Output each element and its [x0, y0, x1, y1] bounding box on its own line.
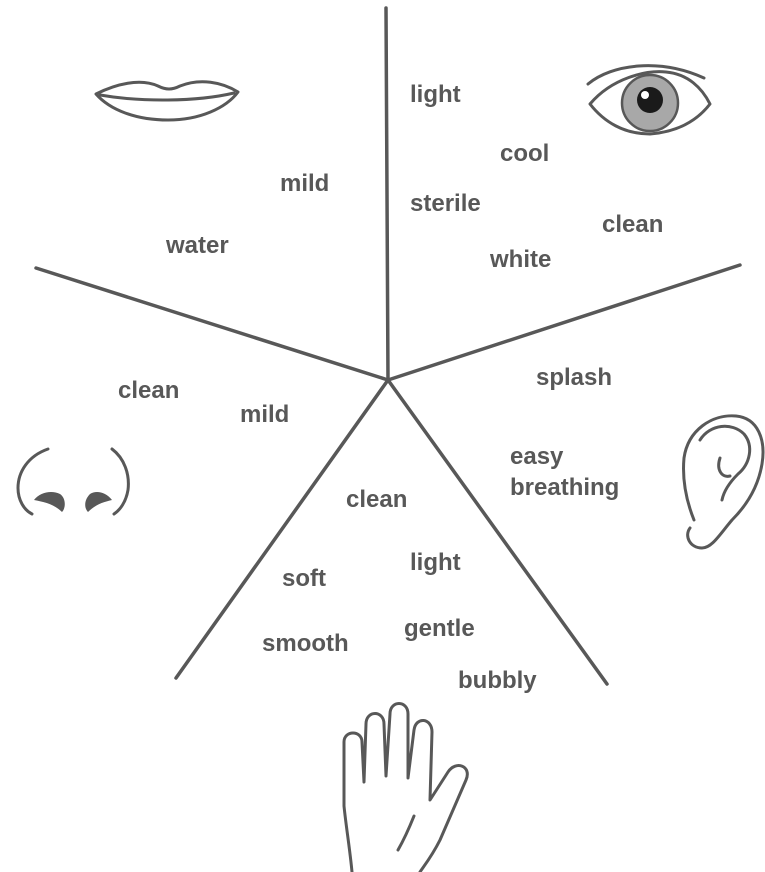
lips-icon: [96, 82, 238, 120]
eye-icon: [588, 66, 710, 134]
divider-left: [36, 268, 388, 380]
sight-word-cool: cool: [500, 139, 549, 169]
divider-top: [386, 8, 388, 380]
sight-word-light: light: [410, 80, 461, 110]
hand-icon: [344, 704, 467, 872]
touch-word-soft: soft: [282, 564, 326, 594]
sight-word-clean: clean: [602, 210, 663, 240]
touch-word-bubbly: bubbly: [458, 666, 537, 696]
pupil: [637, 87, 663, 113]
nose-icon: [18, 449, 128, 514]
sight-word-sterile: sterile: [410, 189, 481, 219]
taste-word-mild: mild: [280, 169, 329, 199]
hearing-word-splash: splash: [536, 363, 612, 393]
ear-icon: [683, 416, 763, 548]
smell-word-mild: mild: [240, 400, 289, 430]
touch-word-light: light: [410, 548, 461, 578]
sight-word-white: white: [490, 245, 551, 275]
touch-word-gentle: gentle: [404, 614, 475, 644]
smell-word-clean: clean: [118, 376, 179, 406]
hearing-word-easy-breathing: easy breathing: [510, 441, 650, 503]
pupil-highlight: [641, 91, 649, 99]
touch-word-smooth: smooth: [262, 629, 349, 659]
touch-word-clean: clean: [346, 485, 407, 515]
taste-word-water: water: [166, 231, 229, 261]
